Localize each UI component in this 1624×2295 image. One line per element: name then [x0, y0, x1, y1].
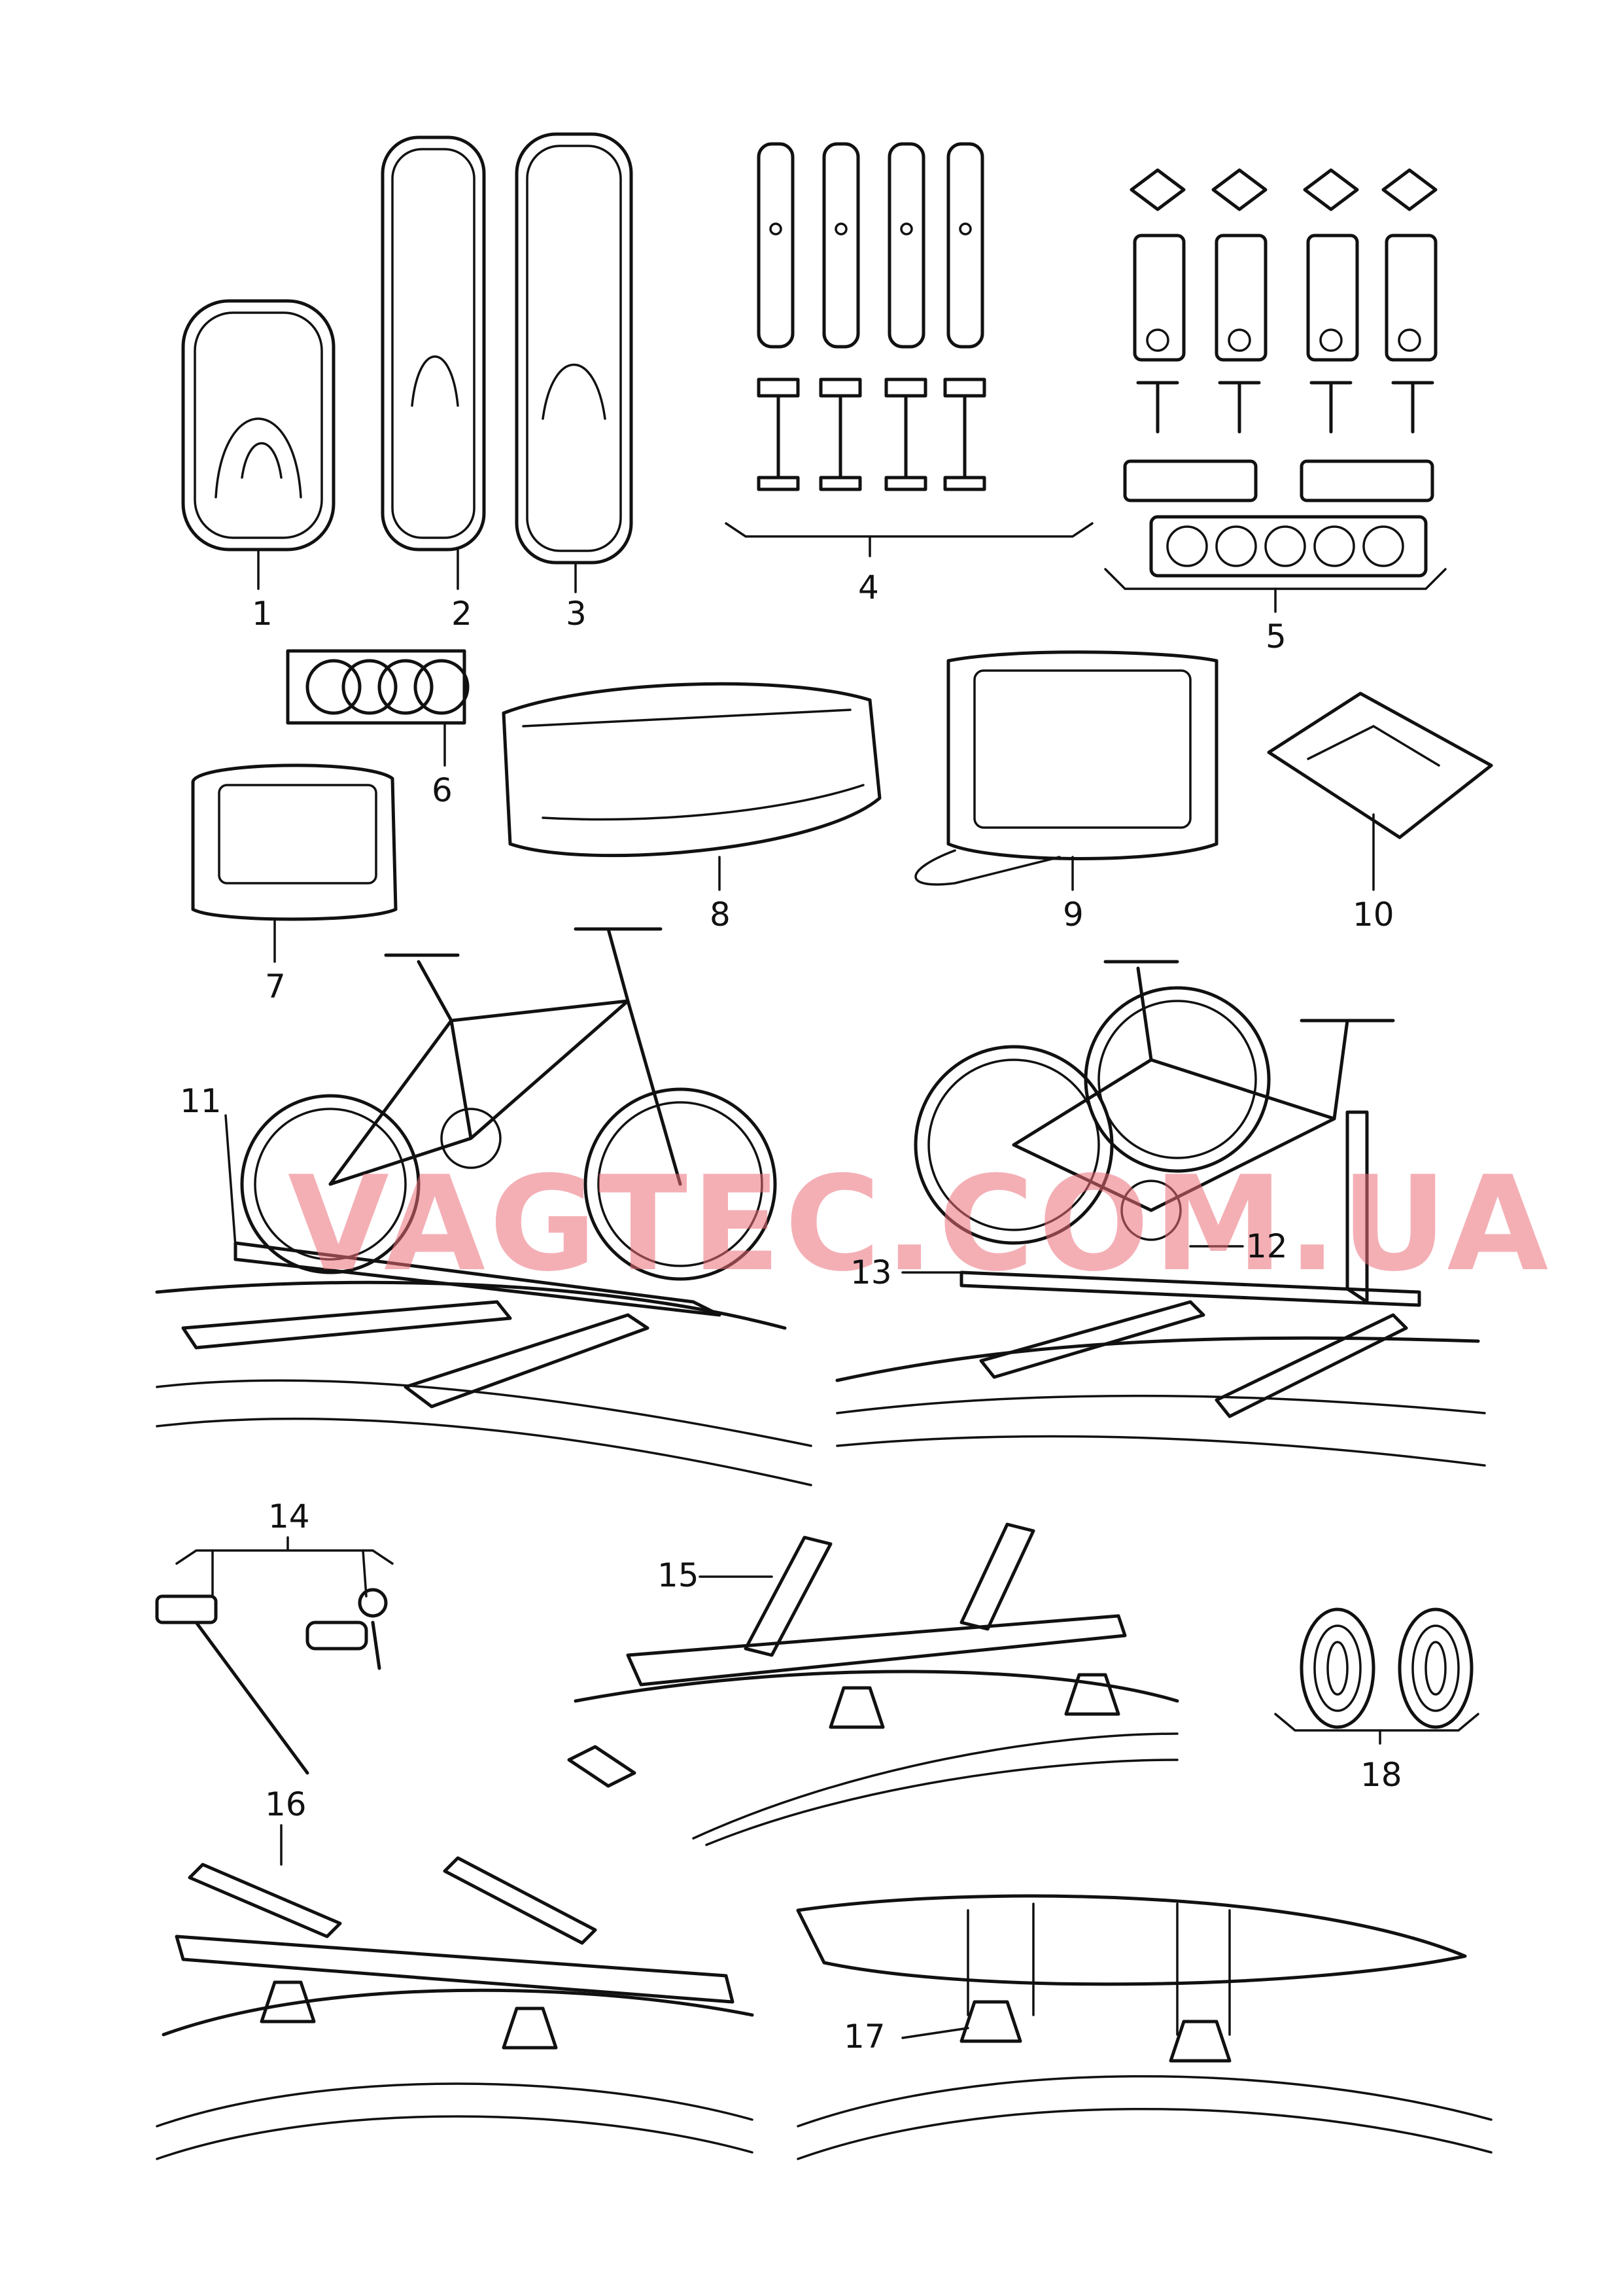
callout-9: 9 — [1063, 896, 1084, 934]
callout-3: 3 — [566, 595, 587, 633]
mounting-clamps-set — [725, 142, 1094, 557]
callout-7: 7 — [265, 968, 286, 1006]
storage-bag-with-strap — [914, 650, 1218, 891]
storage-bag-large — [502, 682, 882, 891]
callout-10: 10 — [1353, 896, 1394, 934]
callout-1: 1 — [252, 595, 273, 633]
roof-box-small — [181, 299, 336, 590]
roof-box-medium — [381, 135, 486, 590]
kayak-carrier — [796, 1894, 1493, 2160]
cleaning-cloth — [1267, 692, 1493, 891]
callout-12: 12 — [1246, 1227, 1288, 1265]
lock-cylinder-set — [155, 1536, 394, 1775]
callout-13: 13 — [850, 1253, 892, 1291]
callout-15: 15 — [657, 1556, 699, 1594]
snowboard-carrier-top — [567, 1522, 1179, 1846]
callout-11: 11 — [180, 1082, 222, 1120]
tie-down-straps — [1274, 1607, 1479, 1745]
callout-8: 8 — [710, 896, 731, 934]
callout-2: 2 — [451, 595, 472, 633]
callout-5: 5 — [1266, 618, 1287, 656]
audi-rings-emblem — [286, 649, 470, 767]
watermark-text: VAGTEC.COM.UA — [288, 1148, 1552, 1301]
callout-14: 14 — [268, 1498, 310, 1535]
callout-6: 6 — [432, 771, 453, 809]
bike-carrier-frame-mount — [835, 960, 1486, 1467]
bike-carrier-fork-mount — [155, 927, 812, 1486]
clamps-with-adapters — [1104, 168, 1447, 613]
roof-box-large — [515, 132, 633, 593]
callout-16: 16 — [265, 1785, 307, 1823]
callout-18: 18 — [1360, 1756, 1402, 1794]
callout-17: 17 — [844, 2018, 886, 2056]
callout-4: 4 — [858, 569, 879, 606]
storage-bag-small — [191, 763, 398, 963]
snowboard-carrier-side — [156, 1824, 754, 2160]
